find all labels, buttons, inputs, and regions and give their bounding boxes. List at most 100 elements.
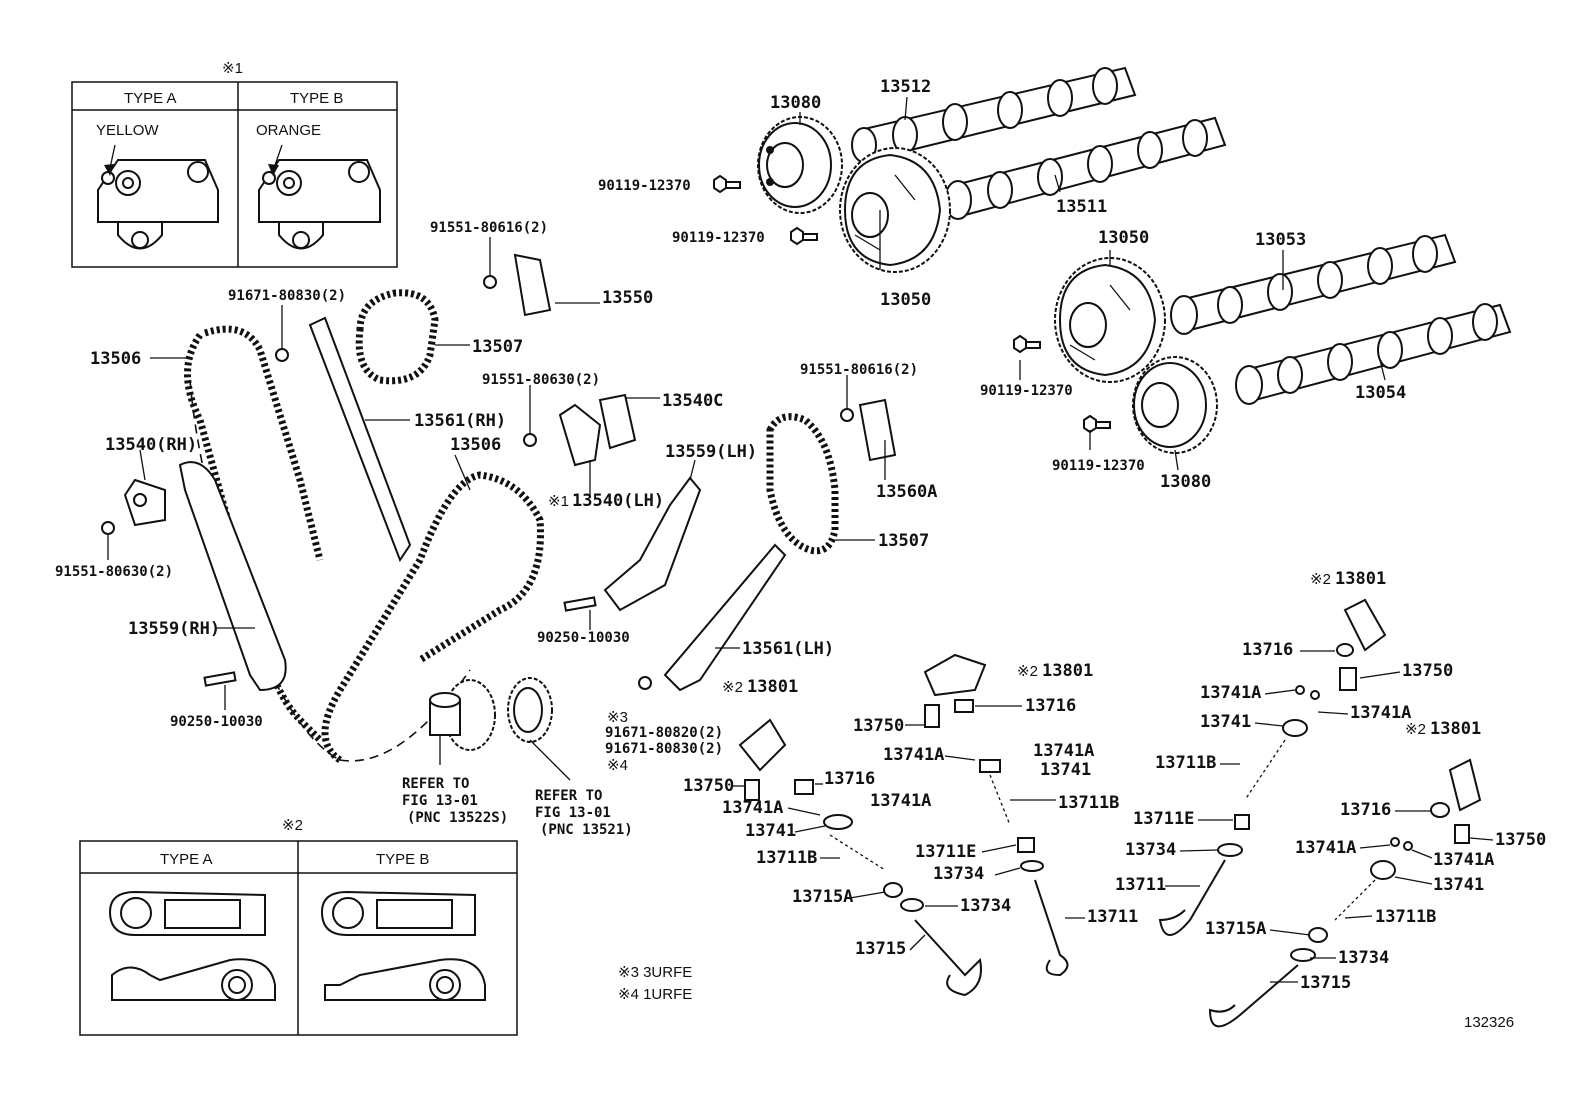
label-13506-left: 13506 — [90, 349, 141, 369]
label-13080-bottom: 13080 — [1160, 472, 1211, 492]
label-v4-13715A: 13715A — [1205, 919, 1266, 939]
label-13507-left: 13507 — [472, 337, 523, 357]
label-mark-3: ※3 — [607, 709, 628, 726]
label-rocker-l-mark: ※2 — [722, 679, 743, 696]
label-13559-rh: 13559(RH) — [128, 619, 220, 639]
label-v1-13741A-r: 13741A — [870, 791, 931, 811]
label-v1-13715: 13715 — [855, 939, 906, 959]
valve-set-4 — [1208, 758, 1482, 1028]
label-v3-13711B: 13711B — [1155, 753, 1216, 773]
footnote-4: ※4 1URFE — [618, 986, 692, 1003]
label-v4-13741: 13741 — [1433, 875, 1484, 895]
vvt-sprocket-13080-bottom — [1132, 356, 1218, 454]
label-13559-lh: 13559(LH) — [665, 442, 757, 462]
inset-box-1: ※1 TYPE A TYPE B YELLOW ORANGE — [71, 60, 398, 268]
label-rocker-l: 13801 — [747, 677, 798, 697]
label-v4-13734: 13734 — [1338, 948, 1389, 968]
label-bolt-c: 90119-12370 — [980, 383, 1073, 399]
label-v1-13741A-l: 13741A — [722, 798, 783, 818]
label-v1-13716: 13716 — [824, 769, 875, 789]
label-rocker-m: 13801 — [1042, 661, 1093, 681]
label-v3-13711: 13711 — [1115, 875, 1166, 895]
label-91551-80616-right: 91551-80616(2) — [800, 362, 918, 378]
label-v3-13741A-l: 13741A — [1200, 683, 1261, 703]
camshaft-13054 — [1235, 303, 1512, 405]
footnotes: ※3 3URFE ※4 1URFE — [618, 964, 692, 1003]
box1-mark: ※1 — [222, 60, 243, 77]
label-v2-13711B: 13711B — [1058, 793, 1119, 813]
rocker-arm-type-a-drawing — [108, 890, 276, 1001]
camshaft-13511 — [944, 116, 1227, 220]
label-v1-13741: 13741 — [745, 821, 796, 841]
label-13561-rh: 13561(RH) — [414, 411, 506, 431]
part-labels: 13080 13512 90119-12370 90119-12370 1351… — [55, 77, 1546, 993]
tensioner-13540-rh — [123, 478, 166, 527]
box1-type-b: TYPE B — [290, 90, 343, 107]
vvt-sprocket-13080-top — [757, 116, 843, 214]
label-v3-13711E: 13711E — [1133, 809, 1194, 829]
box1-yellow-note: YELLOW — [96, 122, 159, 139]
label-13053: 13053 — [1255, 230, 1306, 250]
label-rocker-r2-mark: ※2 — [1405, 721, 1426, 738]
chain-slipper-13559-lh — [603, 476, 702, 612]
chain-guide-13561-rh — [308, 316, 412, 563]
label-v1-13750: 13750 — [683, 776, 734, 796]
label-rocker-m-mark: ※2 — [1017, 663, 1038, 680]
label-13511: 13511 — [1056, 197, 1107, 217]
label-v1-13734: 13734 — [960, 896, 1011, 916]
crank-sprocket-13521 — [507, 677, 553, 743]
label-rocker-r1: 13801 — [1335, 569, 1386, 589]
label-v2-13750: 13750 — [853, 716, 904, 736]
timing-chain-13507-right — [766, 413, 839, 555]
label-bolt-a: 90119-12370 — [598, 178, 691, 194]
label-90250-left: 90250-10030 — [170, 714, 263, 730]
label-v4-13741A-r: 13741A — [1433, 850, 1494, 870]
label-91551-80630-left: 91551-80630(2) — [55, 564, 173, 580]
label-refer1-line2: FIG 13-01 — [402, 793, 478, 809]
label-13050-bottom: 13050 — [880, 290, 931, 310]
label-v2-13711E: 13711E — [915, 842, 976, 862]
camshaft-13053 — [1170, 233, 1457, 335]
label-13560a: 13560A — [876, 482, 937, 502]
vvt-sprocket-13050-top — [839, 147, 951, 273]
label-v1-13715A: 13715A — [792, 887, 853, 907]
tensioner-13560a — [858, 398, 897, 462]
label-13512: 13512 — [880, 77, 931, 97]
label-rocker-r1-mark: ※2 — [1310, 571, 1331, 588]
label-13054: 13054 — [1355, 383, 1406, 403]
label-13540-lh: 13540(LH) — [572, 491, 664, 511]
leader-lines — [107, 96, 1386, 781]
box1-type-a: TYPE A — [124, 90, 177, 107]
box1-orange-note: ORANGE — [256, 122, 321, 139]
label-v3-13741A-r: 13741A — [1350, 703, 1411, 723]
label-refer1-line1: REFER TO — [402, 776, 469, 792]
valve-set-2 — [923, 653, 1069, 977]
tensioner-type-b-drawing — [258, 144, 381, 250]
label-13540c: 13540C — [662, 391, 723, 411]
label-13550: 13550 — [602, 288, 653, 308]
label-mark-4: ※4 — [607, 757, 628, 774]
label-13561-lh: 13561(LH) — [742, 639, 834, 659]
vvt-sprocket-13050-bottom — [1054, 257, 1166, 383]
label-90250-right: 90250-10030 — [537, 630, 630, 646]
box2-mark: ※2 — [282, 817, 303, 834]
figure-id: 132326 — [1464, 1014, 1514, 1031]
timing-chain-13507-left — [355, 289, 439, 385]
label-91551-80630-mid: 91551-80630(2) — [482, 372, 600, 388]
label-13540-lh-mark: ※1 — [548, 493, 569, 510]
box2-type-a: TYPE A — [160, 851, 213, 868]
label-refer2-line2: FIG 13-01 — [535, 805, 611, 821]
box2-type-b: TYPE B — [376, 851, 429, 868]
chain-guide-13561-lh — [663, 543, 787, 692]
label-rocker-r2: 13801 — [1430, 719, 1481, 739]
label-v4-13741A-l: 13741A — [1295, 838, 1356, 858]
tensioner-13540-lh — [558, 393, 637, 467]
label-v4-13716: 13716 — [1340, 800, 1391, 820]
label-v4-13750: 13750 — [1495, 830, 1546, 850]
label-v3-13734: 13734 — [1125, 840, 1176, 860]
label-v2-13741: 13741 — [1040, 760, 1091, 780]
footnote-3: ※3 3URFE — [618, 964, 692, 981]
label-v3-13741: 13741 — [1200, 712, 1251, 732]
chain-slipper-13559-rh — [178, 461, 287, 692]
